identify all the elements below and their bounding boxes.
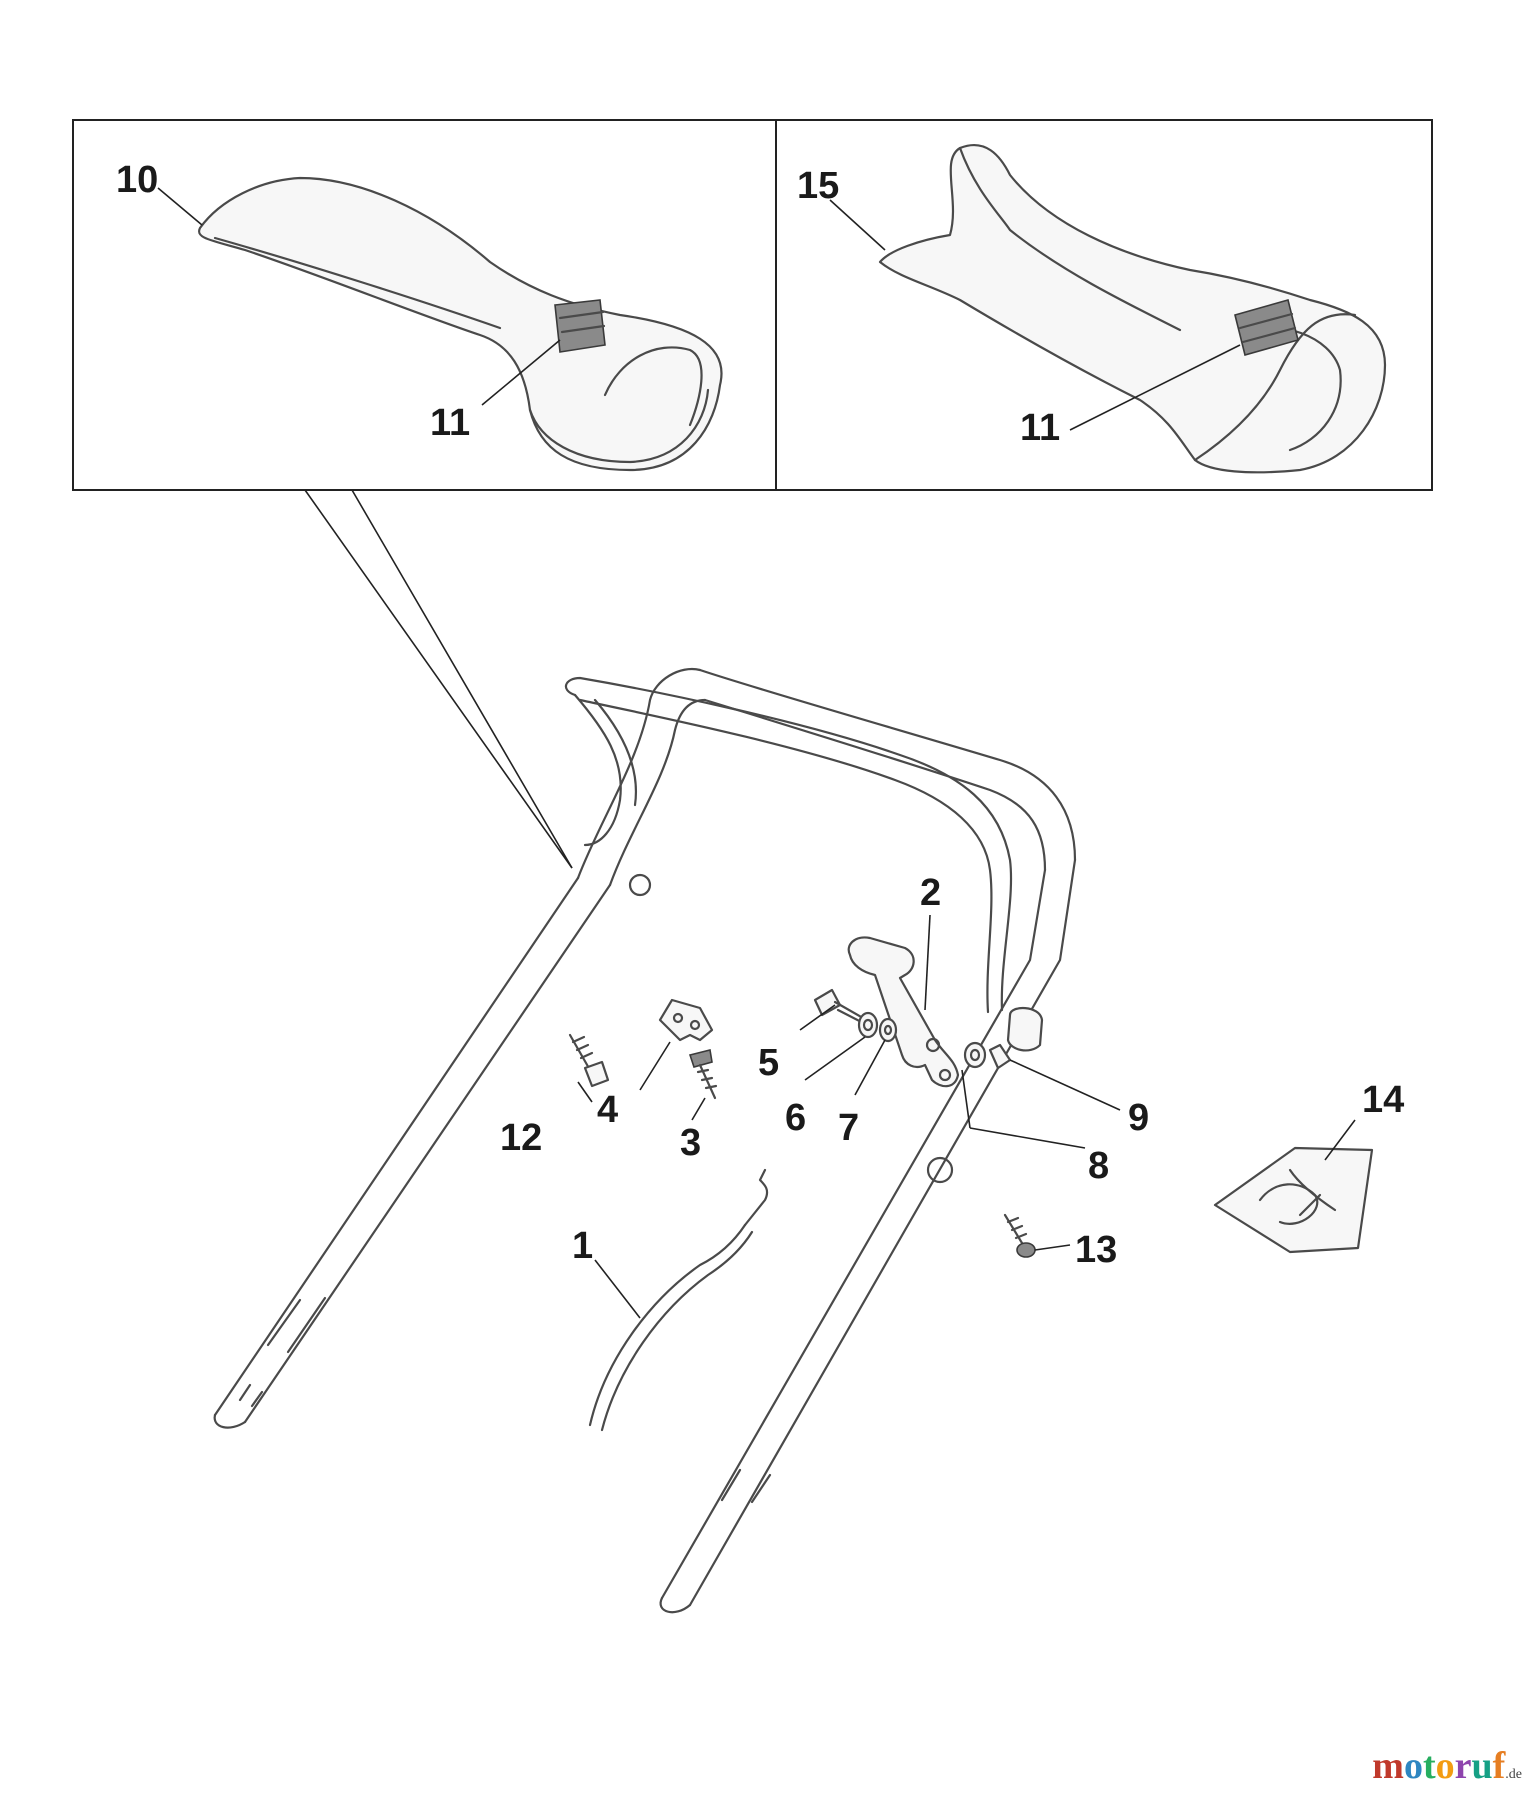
part-8-nut <box>963 1041 987 1069</box>
drive-bail-bar <box>564 676 1013 1014</box>
watermark-letter: t <box>1422 1745 1436 1787</box>
callout-4: 4 <box>597 1089 618 1131</box>
watermark-letter: m <box>1372 1745 1404 1787</box>
callout-11-left: 11 <box>430 402 470 444</box>
part-9-bushing <box>988 1043 1012 1070</box>
part-15-handle-grip-variant <box>878 143 1387 474</box>
part-13-screw <box>1003 1213 1036 1258</box>
callout-11-right: 11 <box>1020 407 1060 449</box>
part-4-clip <box>658 998 714 1042</box>
callout-15: 15 <box>797 165 839 207</box>
watermark-letter: r <box>1454 1745 1472 1787</box>
callout-1: 1 <box>572 1225 593 1267</box>
callout-7: 7 <box>838 1107 859 1149</box>
watermark-suffix: .de <box>1505 1767 1522 1782</box>
watermark-text: motoruf <box>1372 1745 1505 1787</box>
watermark-letter: o <box>1435 1745 1455 1787</box>
part-2-lever <box>847 936 960 1088</box>
watermark-letter: u <box>1471 1745 1493 1787</box>
callout-14: 14 <box>1362 1079 1404 1121</box>
part-12-knob-screw <box>568 1033 610 1088</box>
part-14-parts-bag <box>1213 1146 1374 1254</box>
inset-panel-right <box>775 119 1433 491</box>
part-7-washer <box>878 1017 898 1043</box>
watermark-logo: motoruf.de <box>1372 1744 1522 1788</box>
part-1-cable <box>588 1168 769 1432</box>
bail-end-cap <box>1006 1007 1044 1052</box>
callout-3: 3 <box>680 1122 701 1164</box>
handle-frame <box>213 667 1077 1614</box>
callout-2: 2 <box>920 872 941 914</box>
inset-pointer <box>304 489 573 869</box>
part-10-handle-grip <box>198 176 723 472</box>
callout-6: 6 <box>785 1097 806 1139</box>
watermark-letter: f <box>1492 1745 1506 1787</box>
leader-lines <box>157 187 1356 1319</box>
callout-10: 10 <box>116 159 158 201</box>
watermark-letter: o <box>1403 1745 1423 1787</box>
callout-9: 9 <box>1128 1097 1149 1139</box>
callout-5: 5 <box>758 1042 779 1084</box>
part-3-screw <box>688 1049 718 1100</box>
part-6-washer <box>857 1011 879 1039</box>
callout-13: 13 <box>1075 1229 1117 1271</box>
callout-12: 12 <box>500 1117 542 1159</box>
callout-labels: 10 11 15 11 2 5 4 3 6 7 9 8 12 14 13 1 <box>116 159 1404 1271</box>
callout-8: 8 <box>1088 1145 1109 1187</box>
